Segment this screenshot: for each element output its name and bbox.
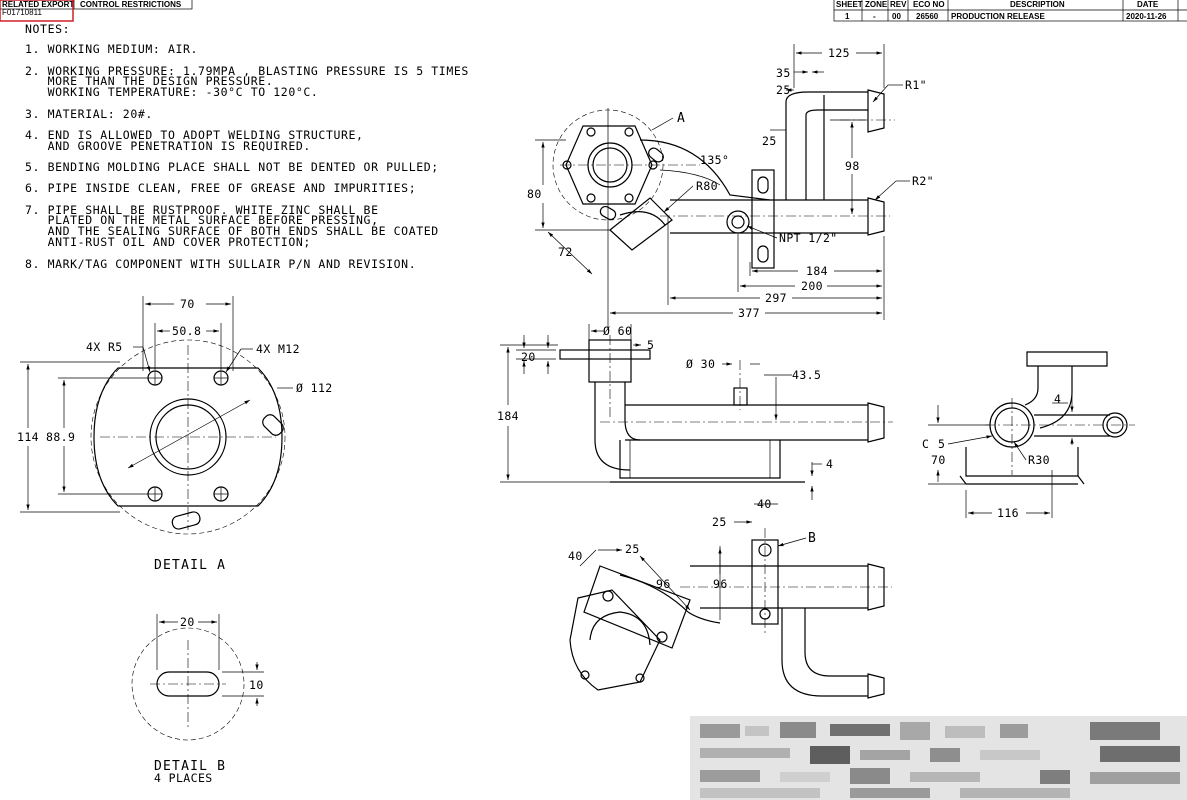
dim-184-front: 184: [497, 409, 519, 423]
dim-43-5: 43.5: [792, 368, 821, 382]
dim-80: 80: [527, 187, 542, 201]
red-highlight-box: [0, 0, 74, 22]
note-line: ANTI-RUST OIL AND COVER PROTECTION;: [25, 235, 311, 249]
obscured-title-block: [690, 716, 1187, 800]
note-line: 8. MARK/TAG COMPONENT WITH SULLAIR P/N A…: [25, 257, 416, 271]
note-line: WORKING TEMPERATURE: -30°C TO 120°C.: [25, 85, 318, 99]
rev-header-date: DATE: [1137, 0, 1159, 9]
dim-96-angled: 96: [656, 577, 671, 591]
dim-98: 98: [845, 159, 860, 173]
rev-cell-eco: 26560: [916, 12, 939, 21]
top-view: A 125 35 25 25 98 R1" R2" 135° R80 80 72: [527, 44, 934, 330]
dim-r80: R80: [696, 179, 718, 193]
dim-r1: R1": [905, 78, 927, 92]
rev-cell-sheet: 1: [845, 12, 850, 21]
note-line: PLATED ON THE METAL SURFACE BEFORE PRESS…: [25, 213, 379, 227]
notes-title: NOTES:: [25, 22, 70, 36]
note-line: AND GROOVE PENETRATION IS REQUIRED.: [25, 139, 311, 153]
related-code: F01710811: [2, 8, 42, 17]
rev-cell-description: PRODUCTION RELEASE: [951, 12, 1045, 21]
dim-dia-112: Ø 112: [296, 381, 333, 395]
rev-cell-rev: 00: [892, 12, 901, 21]
rev-header-description: DESCRIPTION: [1010, 0, 1065, 9]
dim-25-bottom-right: 25: [712, 515, 727, 529]
dim-20: 20: [180, 615, 195, 629]
dim-4-front: 4: [826, 457, 833, 471]
detail-a-title: DETAIL A: [154, 558, 226, 573]
rev-header-rev: REV: [890, 0, 907, 9]
note-line: 4. END IS ALLOWED TO ADOPT WELDING STRUC…: [25, 128, 364, 142]
dim-135-deg: 135°: [700, 153, 729, 167]
dim-72: 72: [558, 245, 573, 259]
note-line: 3. MATERIAL: 20#.: [25, 107, 153, 121]
note-line: 7. PIPE SHALL BE RUSTPROOF. WHITE ZINC S…: [25, 203, 379, 217]
dim-125: 125: [828, 46, 850, 60]
rev-header-sheet: SHEET: [836, 0, 863, 9]
dim-40-bottom: 40: [757, 497, 772, 511]
revision-table: SHEET ZONE REV ECO NO DESCRIPTION DATE 1…: [833, 0, 1187, 22]
dim-50-8: 50.8: [172, 324, 201, 338]
rev-cell-zone: -: [873, 12, 876, 21]
rev-header-eco: ECO NO: [913, 0, 945, 9]
dim-r2: R2": [912, 174, 934, 188]
dim-114: 114: [17, 430, 39, 444]
dim-96-vertical: 96: [713, 577, 728, 591]
detail-b-subtitle: 4 PLACES: [154, 771, 213, 785]
dim-20-front: 20: [521, 350, 536, 364]
detail-a-view: 70 50.8 4X R5 4X M12 Ø 112 114 88.9 DETA…: [17, 296, 333, 573]
dim-70-side: 70: [931, 453, 946, 467]
note-line: 1. WORKING MEDIUM: AIR.: [25, 42, 198, 56]
dim-25-mid: 25: [762, 134, 777, 148]
note-line: 6. PIPE INSIDE CLEAN, FREE OF GREASE AND…: [25, 181, 416, 195]
note-line: 5. BENDING MOLDING PLACE SHALL NOT BE DE…: [25, 160, 439, 174]
detail-b-view: 20 10 DETAIL B 4 PLACES: [131, 614, 264, 785]
front-view: Ø 60 5 20 Ø 30 43.5 184 4: [497, 324, 893, 500]
dim-4x-m12: 4X M12: [256, 342, 300, 356]
dim-dia-30: Ø 30: [686, 357, 715, 371]
export-control-box: RELATED EXPORT CONTROL RESTRICTIONS F017…: [0, 0, 193, 22]
dim-40-angled: 40: [568, 549, 583, 563]
dim-r30: R30: [1028, 453, 1050, 467]
callout-a: A: [677, 111, 686, 126]
note-line: AND THE SEALING SURFACE OF BOTH ENDS SHA…: [25, 224, 439, 238]
dim-5-side: 5: [938, 437, 945, 451]
bottom-view: B 40 25 96 40 25 96: [568, 497, 892, 699]
dim-297: 297: [765, 291, 787, 305]
note-line: MORE THAN THE DESIGN PRESSURE.: [25, 74, 273, 88]
callout-b: B: [808, 531, 817, 546]
notes-block: NOTES: 1. WORKING MEDIUM: AIR. 2. WORKIN…: [25, 22, 469, 271]
side-view: 4 C 70 5 R30 116: [922, 351, 1135, 520]
dim-200: 200: [801, 279, 823, 293]
dim-dia-60: Ø 60: [603, 324, 632, 338]
related-export-label: RELATED EXPORT: [2, 0, 74, 9]
dim-10: 10: [249, 678, 264, 692]
rev-cell-date: 2020-11-26: [1126, 12, 1167, 21]
dim-70: 70: [180, 297, 195, 311]
dim-88-9: 88.9: [46, 430, 75, 444]
dim-c: C: [922, 437, 929, 451]
dim-35: 35: [776, 66, 791, 80]
dim-25-angled: 25: [625, 542, 640, 556]
dim-116: 116: [997, 506, 1019, 520]
export-control-label: CONTROL RESTRICTIONS: [80, 0, 182, 9]
dim-4x-r5: 4X R5: [86, 340, 123, 354]
rev-header-zone: ZONE: [865, 0, 888, 9]
dim-25-top: 25: [776, 83, 791, 97]
dim-4-side: 4: [1054, 392, 1061, 406]
dim-npt-half-inch: NPT 1/2": [779, 231, 838, 245]
note-line: 2. WORKING PRESSURE: 1.79MPA , BLASTING …: [25, 64, 469, 78]
dim-5: 5: [647, 338, 654, 352]
dim-377: 377: [738, 306, 760, 320]
detail-b-title: DETAIL B: [154, 759, 226, 774]
dim-184-top: 184: [806, 264, 828, 278]
